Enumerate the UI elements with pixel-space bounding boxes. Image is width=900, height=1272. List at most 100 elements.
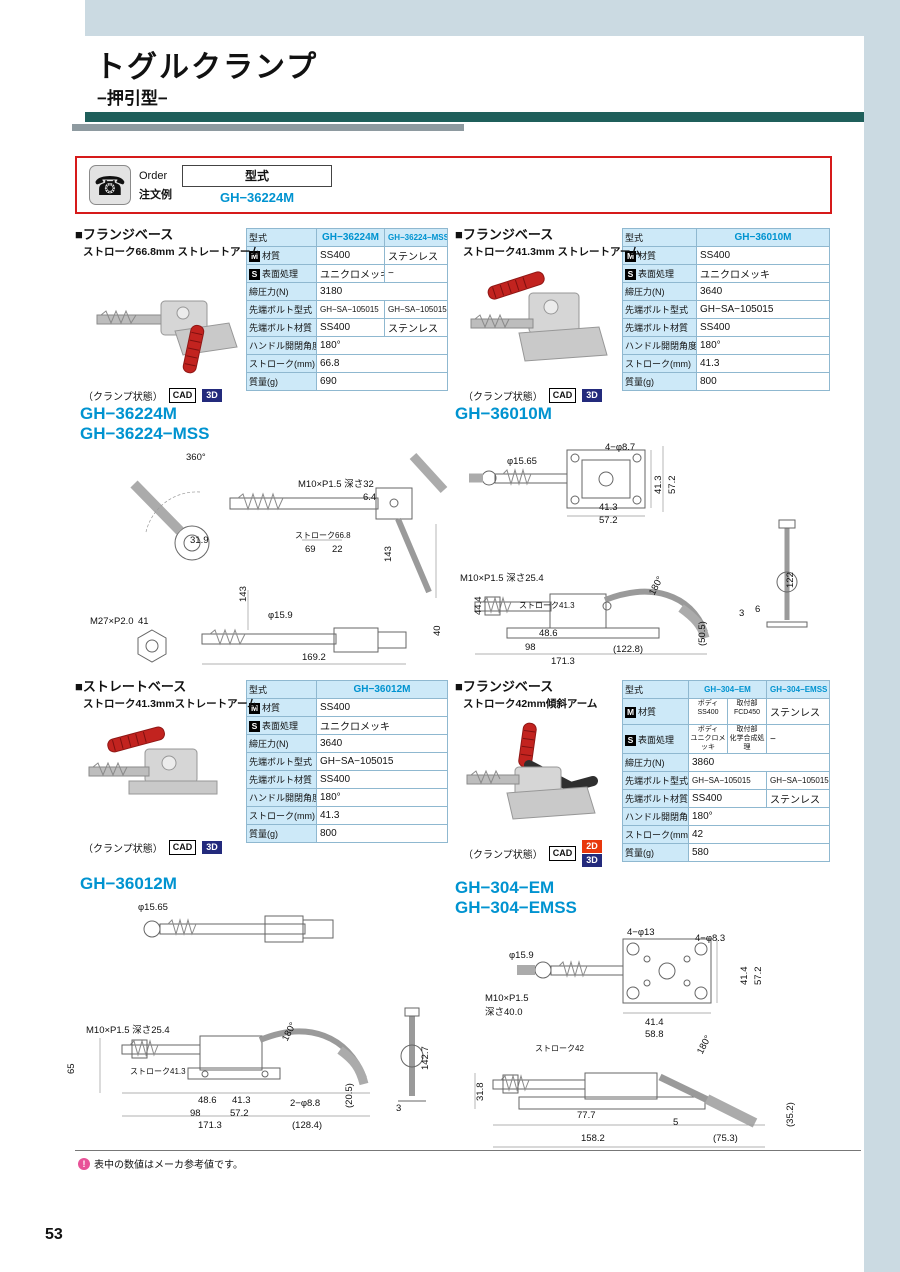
dimension-label: 22 xyxy=(332,544,343,555)
cell-value: SS400 xyxy=(696,246,830,265)
dimension-label: 41 xyxy=(138,616,149,627)
dimension-label: 122 xyxy=(785,572,796,588)
dimension-label: 31.8 xyxy=(475,1082,486,1102)
row-label-text: 材質 xyxy=(638,251,657,261)
row-label: 先端ボルト型式 xyxy=(622,300,697,319)
row-label: 質量(g) xyxy=(246,824,317,843)
cad-3d-badge: 3D xyxy=(202,840,222,854)
section-subtitle: ストローク41.3mm ストレートアーム xyxy=(463,245,641,258)
dimension-label: 41.3 xyxy=(653,475,664,495)
row-label: 締圧力(N) xyxy=(622,753,689,773)
cell-value: SS400 xyxy=(316,318,385,337)
row-label: 先端ボルト材質 xyxy=(246,318,317,337)
dimension-label: 58.8 xyxy=(645,1029,664,1040)
cell-value: ボディユニクロメッキ 取付部化学合成処理 xyxy=(688,723,767,755)
cell-value: ステンレス xyxy=(384,318,448,337)
dimension-label: 40 xyxy=(432,625,443,636)
dimension-label: φ15.65 xyxy=(507,456,537,467)
dimension-label: 5 xyxy=(673,1117,679,1128)
dimension-label: ストローク42 xyxy=(535,1044,584,1053)
row-label: 先端ボルト型式 xyxy=(246,300,317,319)
cell-value: GH−SA−105015 xyxy=(696,300,830,319)
dimension-label: φ15.65 xyxy=(138,902,168,913)
row-label-text: 材質 xyxy=(262,251,281,261)
cell-value: GH−SA−105015 xyxy=(688,771,767,791)
dimension-label: 69 xyxy=(305,544,316,555)
cell-value: ステンレス xyxy=(766,789,830,809)
model-row-label: 型式 xyxy=(622,680,689,699)
drawing-model-2: GH−304−EMSS xyxy=(455,897,577,917)
page-subtitle: −押引型− xyxy=(97,89,168,108)
note-icon: ! xyxy=(78,1157,90,1170)
row-label: ハンドル開閉角度 xyxy=(246,788,317,807)
row-label-text: 表面処理 xyxy=(638,269,675,279)
cell-value: 180° xyxy=(688,807,830,827)
cell-value: − xyxy=(766,723,830,755)
dimension-label: φ15.9 xyxy=(509,950,534,961)
phone-icon: ☎ xyxy=(89,165,131,205)
cell-value: SS400 xyxy=(316,770,448,789)
technical-drawing-gh36012m: φ15.65 M10×P1.5 深さ25.4 65 ストローク41.3 180°… xyxy=(60,898,455,1150)
row-label: 締圧力(N) xyxy=(622,282,697,301)
model-number: GH−304−EM xyxy=(688,680,767,699)
dimension-label: 6.4 xyxy=(363,492,377,503)
dimension-label: M10×P1.5 深さ32 xyxy=(298,479,374,490)
cell-value: 690 xyxy=(316,372,448,391)
dimension-label: M10×P1.5 深さ25.4 xyxy=(86,1025,170,1036)
cad-badge: CAD xyxy=(168,387,197,403)
section-subtitle: ストローク66.8mm ストレートアーム xyxy=(83,245,261,258)
surface-icon: S xyxy=(625,269,636,280)
footnote-text: 表中の数値はメーカ参考値です。 xyxy=(94,1160,243,1171)
row-label: 先端ボルト材質 xyxy=(246,770,317,789)
product-info: ■フランジベース ストローク42mm傾斜アーム （クランプ状態） CAD xyxy=(455,679,622,867)
dimension-label: (50.5) xyxy=(697,621,708,646)
dimension-label: 142.7 xyxy=(420,1046,431,1070)
dimension-label: 143 xyxy=(238,586,249,602)
drawing-heading: GH−36012M xyxy=(80,874,177,894)
dimension-label: 65 xyxy=(66,1063,77,1074)
dimension-label: φ15.9 xyxy=(268,610,293,621)
cell-value: GH−SA−105015 xyxy=(316,300,385,319)
product-info: ■フランジベース ストローク66.8mm ストレートアーム （クランプ状態） xyxy=(75,227,261,403)
cell-value: 3180 xyxy=(316,282,448,301)
caption-row: （クランプ状態） CAD 3D xyxy=(75,387,246,403)
dimension-label: 41.3 xyxy=(232,1095,251,1106)
cell-value: 41.3 xyxy=(316,806,448,825)
cell-value: 800 xyxy=(316,824,448,843)
product-photo xyxy=(459,715,622,838)
model-row-label: 型式 xyxy=(622,228,697,247)
model-number: GH−36224M xyxy=(316,228,385,247)
cell-value: 41.3 xyxy=(696,354,830,373)
cell-value: GH−SA−105015−SS xyxy=(766,771,830,791)
material-icon: M xyxy=(249,703,260,714)
cell-value: 42 xyxy=(688,825,830,845)
row-label: ストローク(mm) xyxy=(622,825,689,845)
dimension-label: 57.2 xyxy=(667,475,678,495)
drawing-model-1: GH−304−EM xyxy=(455,878,555,897)
cell-value: ユニクロメッキ xyxy=(316,716,448,735)
row-label: 先端ボルト型式 xyxy=(622,771,689,791)
caption-row: （クランプ状態） CAD 3D xyxy=(75,839,246,855)
cell-value: GH−SA−105015 xyxy=(316,752,448,771)
dimension-label: (35.2) xyxy=(785,1102,796,1127)
row-label-text: 表面処理 xyxy=(262,721,299,731)
row-label-text: 表面処理 xyxy=(262,269,299,279)
cell-value: 800 xyxy=(696,372,830,391)
page-edge-band-top xyxy=(85,0,900,36)
dimension-label: ストローク41.3 xyxy=(130,1067,186,1076)
model-number: GH−36010M xyxy=(696,228,830,247)
cell-value: 66.8 xyxy=(316,354,448,373)
row-label: ストローク(mm) xyxy=(246,354,317,373)
section-title: ■ストレートベース xyxy=(75,679,187,694)
section-title: ■フランジベース xyxy=(455,227,554,242)
model-number: GH−304−EMSS xyxy=(766,680,830,699)
row-label-text: 材質 xyxy=(262,703,281,713)
